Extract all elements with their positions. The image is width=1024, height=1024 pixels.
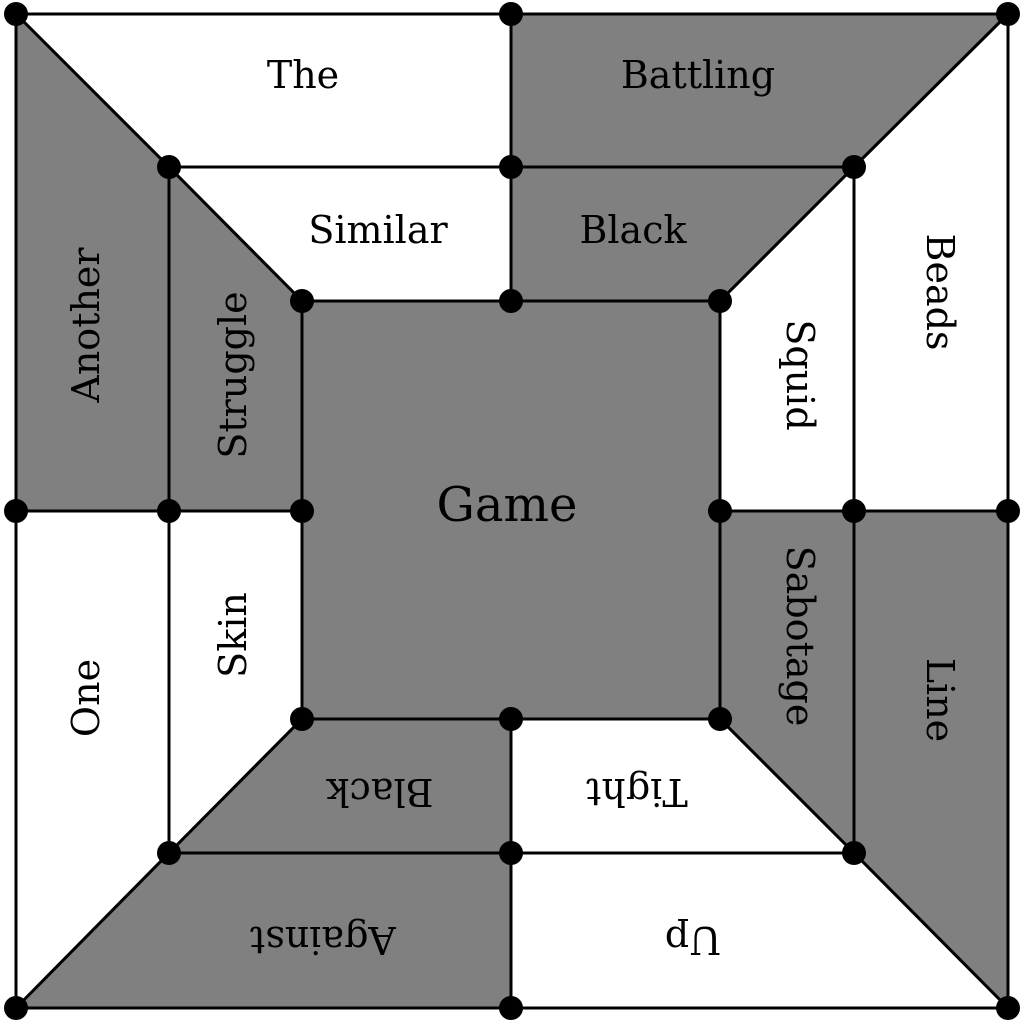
junction-node	[996, 499, 1020, 523]
junction-node	[157, 499, 181, 523]
junction-node	[708, 499, 732, 523]
region-label-outer-top-left: The	[267, 53, 339, 97]
junction-node	[290, 289, 314, 313]
junction-node	[4, 2, 28, 26]
junction-node	[996, 2, 1020, 26]
junction-node	[499, 996, 523, 1020]
junction-node	[708, 707, 732, 731]
junction-node	[499, 841, 523, 865]
region-label-middle-bottom-left: Black	[326, 770, 434, 814]
region-label-middle-bottom-right: Tight	[586, 770, 688, 814]
junction-node	[157, 841, 181, 865]
junction-node	[499, 289, 523, 313]
junction-node	[499, 155, 523, 179]
junction-node	[842, 155, 866, 179]
region-label-middle-left-top: Struggle	[211, 291, 255, 458]
junction-node	[290, 707, 314, 731]
region-label-middle-top-left: Similar	[308, 208, 448, 252]
junction-node	[157, 155, 181, 179]
region-label-middle-right-top: Squid	[778, 319, 822, 430]
junction-node	[499, 707, 523, 731]
region-label-middle-top-right: Black	[579, 208, 687, 252]
junction-node	[708, 289, 732, 313]
region-label-outer-right-bottom: Line	[918, 658, 962, 742]
junction-node	[4, 499, 28, 523]
region-label-outer-bottom-right: Up	[665, 918, 721, 962]
region-label-outer-top-right: Battling	[621, 53, 775, 97]
junction-node	[842, 499, 866, 523]
region-label-outer-right-top: Beads	[918, 234, 962, 351]
regions-layer	[12, 10, 1012, 1012]
nodes-layer	[4, 2, 1020, 1020]
region-label-middle-left-bottom: Skin	[211, 592, 255, 678]
region-label-outer-left-bottom: One	[64, 659, 108, 737]
junction-node	[842, 841, 866, 865]
region-label-center: Game	[437, 477, 578, 533]
junction-node	[499, 2, 523, 26]
junction-node	[290, 499, 314, 523]
region-label-outer-bottom-left: Against	[250, 918, 397, 962]
junction-node	[996, 996, 1020, 1020]
region-label-middle-right-bottom: Sabotage	[778, 546, 822, 727]
junction-node	[4, 996, 28, 1020]
region-label-outer-left-top: Another	[64, 247, 108, 404]
